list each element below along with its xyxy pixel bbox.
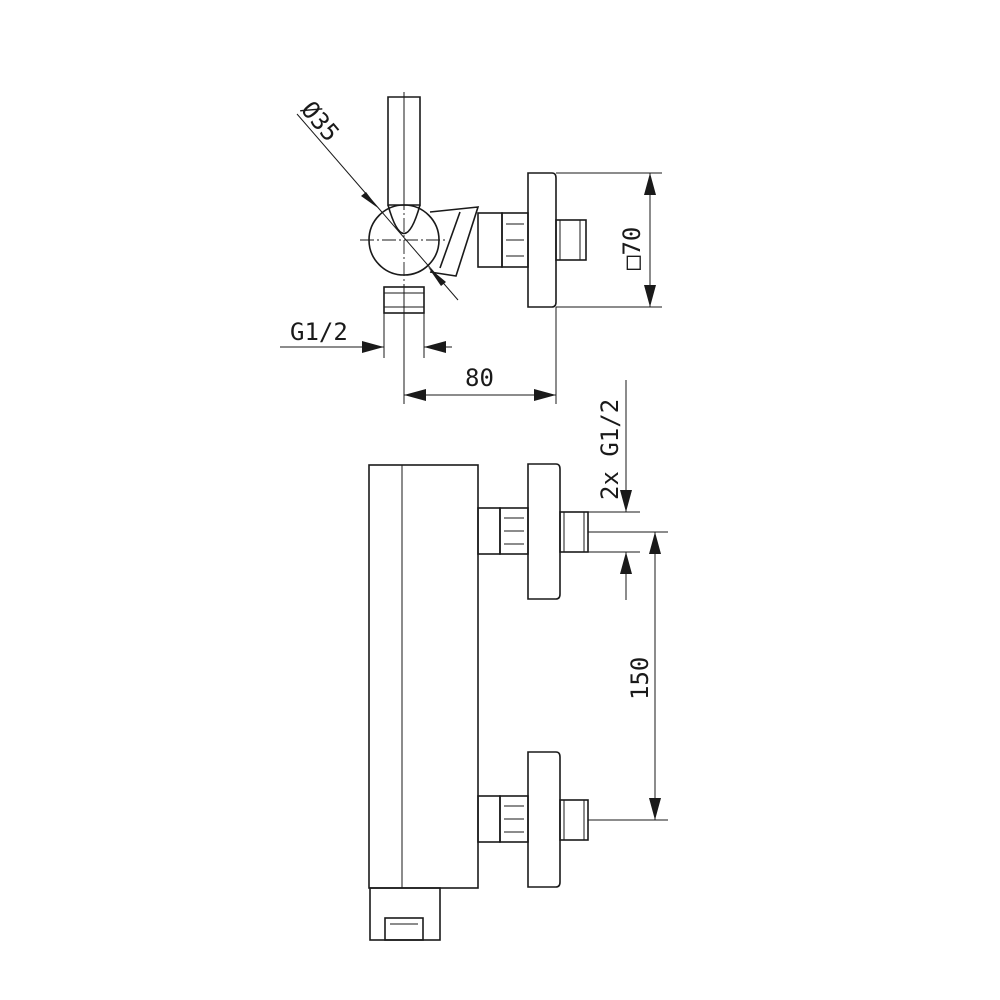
top-view: Ø35 □70 G1/2 80 (280, 92, 662, 404)
top-connector (477, 212, 529, 268)
dim-diameter: Ø35 (295, 96, 459, 301)
dim-square: □70 (556, 172, 662, 308)
dim-square-label: □70 (618, 227, 646, 270)
wedge (429, 206, 480, 277)
front-outlet (369, 887, 441, 941)
dim-thread-side: 2x G1/2 (588, 380, 640, 600)
dim-thread-top: G1/2 (280, 313, 452, 358)
top-flange (527, 172, 557, 308)
lower-inlet (477, 751, 589, 888)
dim-diameter-label: Ø35 (295, 96, 344, 147)
top-inlet (555, 219, 587, 261)
dim-thread-top-label: G1/2 (290, 318, 348, 346)
upper-inlet (477, 463, 589, 600)
front-view: 2x G1/2 150 (368, 380, 668, 941)
dim-depth: 80 (403, 284, 557, 404)
dim-spacing: 150 (588, 531, 668, 821)
dim-spacing-label: 150 (626, 657, 654, 700)
front-body (368, 464, 479, 889)
lever-handle (387, 92, 421, 235)
dim-depth-label: 80 (465, 364, 494, 392)
dim-thread-side-label: 2x G1/2 (596, 399, 624, 500)
